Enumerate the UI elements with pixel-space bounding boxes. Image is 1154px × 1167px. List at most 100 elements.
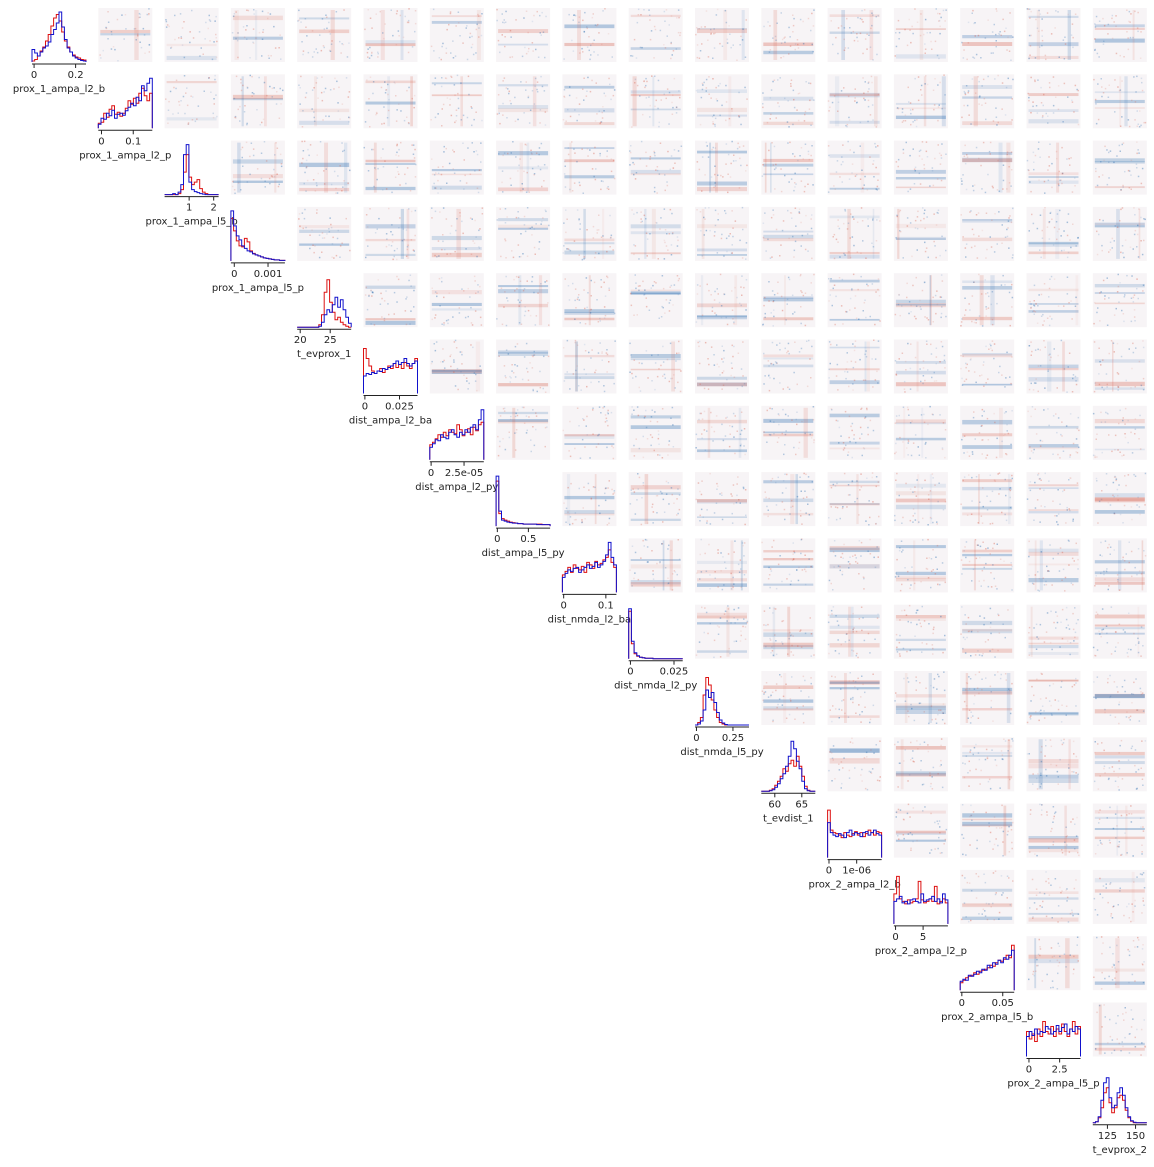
density-speck [502, 407, 505, 410]
density-speck [808, 558, 810, 560]
density-speck [589, 312, 592, 314]
density-speck [992, 186, 994, 189]
density-speck [646, 546, 649, 548]
density-speck [646, 539, 648, 541]
density-speck [610, 158, 613, 160]
density-speck [790, 506, 792, 508]
density-speck [1124, 433, 1126, 435]
density-speck [1127, 419, 1129, 422]
density-speck [1129, 36, 1132, 39]
density-band [773, 10, 778, 60]
density-speck [142, 27, 145, 30]
density-speck [973, 184, 976, 186]
density-speck [872, 501, 874, 503]
density-speck [434, 291, 437, 293]
density-speck [979, 95, 981, 97]
density-speck [178, 100, 180, 103]
density-speck [398, 148, 400, 151]
density-speck [406, 246, 409, 248]
density-speck [603, 110, 605, 112]
density-speck [1137, 256, 1140, 258]
density-speck [1101, 244, 1103, 247]
density-speck [790, 580, 792, 582]
density-speck [876, 219, 878, 221]
density-panel-2-5 [363, 140, 418, 195]
density-speck [1093, 390, 1096, 393]
panel-background [761, 206, 816, 261]
density-speck [370, 323, 372, 325]
density-speck [313, 111, 315, 113]
density-speck [532, 388, 534, 391]
density-speck [536, 91, 539, 93]
density-speck [812, 419, 815, 421]
density-speck [860, 486, 863, 488]
density-speck [347, 182, 349, 184]
density-speck [1113, 21, 1115, 23]
density-speck [963, 550, 965, 552]
density-speck [1137, 224, 1139, 227]
density-speck [1138, 360, 1141, 363]
density-speck [933, 380, 936, 382]
density-speck [456, 367, 459, 370]
density-speck [450, 354, 452, 356]
panel-background [960, 405, 1015, 460]
density-speck [368, 294, 370, 296]
density-speck [843, 543, 845, 546]
density-speck [721, 358, 723, 360]
density-speck [1130, 174, 1132, 176]
density-speck [1012, 254, 1014, 256]
density-speck [929, 31, 931, 34]
density-speck [840, 556, 842, 558]
density-speck [744, 626, 747, 628]
density-speck [1072, 223, 1074, 225]
density-speck [670, 284, 673, 287]
density-speck [940, 157, 943, 159]
density-speck [649, 434, 652, 436]
density-speck [1095, 477, 1098, 480]
density-speck [1070, 246, 1072, 249]
density-speck [1098, 176, 1100, 178]
density-speck [639, 285, 641, 287]
density-speck [328, 231, 331, 233]
density-speck [455, 109, 458, 111]
density-speck [974, 92, 977, 94]
density-band [564, 376, 615, 380]
density-speck [1044, 472, 1046, 475]
density-speck [463, 290, 465, 292]
density-speck [1031, 582, 1034, 585]
density-speck [849, 256, 852, 259]
density-speck [1030, 303, 1032, 305]
density-speck [731, 522, 734, 524]
density-speck [876, 370, 878, 373]
density-speck [837, 565, 840, 567]
density-speck [962, 355, 964, 357]
density-speck [925, 567, 928, 570]
density-speck [1138, 438, 1140, 440]
density-speck [505, 349, 508, 351]
density-speck [1094, 585, 1096, 587]
density-speck [602, 10, 604, 12]
density-band [512, 407, 516, 458]
density-speck [725, 143, 728, 145]
density-speck [387, 109, 390, 112]
density-speck [964, 162, 967, 165]
density-speck [810, 565, 812, 568]
density-speck [315, 82, 318, 84]
density-band [498, 289, 549, 294]
density-speck [899, 436, 901, 439]
density-speck [725, 212, 727, 215]
density-speck [704, 449, 707, 451]
density-speck [1002, 274, 1004, 277]
density-speck [865, 520, 867, 522]
density-speck [839, 517, 841, 520]
density-band [241, 76, 244, 127]
density-speck [446, 182, 448, 184]
density-band [895, 571, 946, 576]
density-speck [1012, 36, 1014, 38]
density-speck [924, 83, 926, 85]
density-speck [607, 412, 609, 415]
density-speck [1048, 287, 1051, 290]
density-speck [830, 408, 833, 410]
density-speck [907, 86, 909, 89]
density-speck [512, 141, 514, 143]
